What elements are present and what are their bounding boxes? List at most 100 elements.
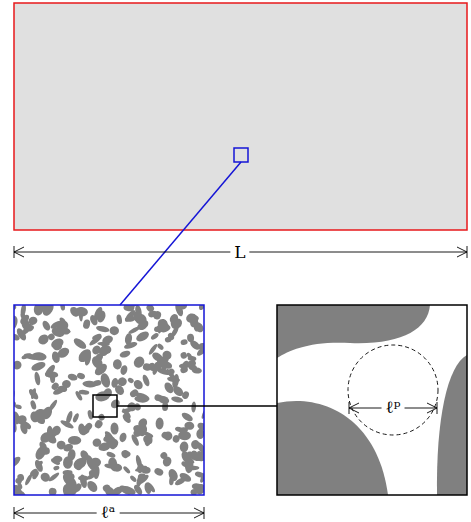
inclusion <box>50 326 65 339</box>
inclusion <box>29 400 37 411</box>
inclusion <box>150 332 160 341</box>
inclusion <box>36 332 50 346</box>
inclusion <box>39 471 52 484</box>
inclusion <box>14 455 22 470</box>
inclusion <box>145 305 156 313</box>
inclusion <box>171 384 185 398</box>
inclusion <box>127 377 135 384</box>
inclusion <box>187 465 200 470</box>
inclusion <box>86 471 99 481</box>
inclusion <box>71 455 88 471</box>
inclusion <box>41 319 52 332</box>
inclusion <box>116 314 123 324</box>
inclusion <box>197 305 204 311</box>
zoom-line <box>120 162 241 305</box>
inclusion <box>47 399 59 413</box>
inclusion <box>30 388 37 400</box>
inclusion <box>93 379 102 386</box>
macro-domain <box>14 3 467 230</box>
inclusion <box>187 356 196 362</box>
inclusion <box>110 422 118 434</box>
inclusion <box>14 359 23 372</box>
inclusion <box>167 468 180 483</box>
inclusion <box>33 305 44 316</box>
inclusion <box>59 419 74 430</box>
pore-view <box>277 305 467 495</box>
inclusion <box>134 305 143 319</box>
inclusion <box>102 435 109 443</box>
inclusion <box>83 421 93 432</box>
inclusion <box>99 372 112 389</box>
inclusion <box>134 329 150 343</box>
inclusion <box>14 484 23 495</box>
inclusion <box>109 326 119 336</box>
inclusion <box>68 436 82 445</box>
inclusion <box>196 421 204 432</box>
inclusion <box>180 339 188 346</box>
inclusion <box>72 336 88 351</box>
inclusion <box>138 473 147 481</box>
inclusion <box>107 457 118 470</box>
inclusion <box>102 484 112 493</box>
inclusion <box>72 412 80 423</box>
inclusion <box>109 398 121 410</box>
inclusion <box>132 424 146 435</box>
inclusion <box>152 310 162 320</box>
inclusion <box>50 424 63 437</box>
inclusion <box>127 325 141 335</box>
inclusion <box>85 479 99 494</box>
inclusion <box>34 371 42 385</box>
inclusion <box>192 367 202 374</box>
inclusion <box>15 477 23 484</box>
inclusion <box>53 465 60 471</box>
inclusion <box>156 417 164 429</box>
inclusion <box>159 451 169 461</box>
inclusion <box>22 420 33 430</box>
inclusion <box>27 387 40 401</box>
inclusion <box>94 352 104 363</box>
inclusion <box>79 389 90 395</box>
inclusion <box>156 343 164 351</box>
inclusion <box>94 390 111 403</box>
inclusion <box>93 362 109 378</box>
pore-circle <box>348 345 438 435</box>
zoom-line <box>117 405 277 407</box>
inclusion <box>129 474 137 482</box>
inclusion <box>20 318 32 332</box>
inclusion <box>96 325 110 333</box>
dimension-label: L <box>230 243 249 262</box>
inclusion <box>82 319 91 330</box>
inclusion <box>14 332 21 342</box>
inclusion <box>118 432 127 443</box>
inclusion <box>110 377 119 388</box>
inclusion <box>195 344 204 357</box>
inclusion <box>106 451 117 459</box>
inclusion <box>88 334 103 347</box>
inclusion <box>132 378 145 391</box>
inclusion <box>165 368 177 382</box>
inclusion <box>121 484 137 495</box>
inclusion <box>29 468 39 478</box>
inclusion <box>76 347 93 365</box>
inclusion <box>195 453 204 461</box>
inclusion <box>122 449 132 457</box>
inclusion <box>130 433 140 447</box>
inclusion <box>129 388 140 398</box>
inclusion <box>136 463 145 474</box>
inclusion <box>49 488 57 495</box>
inclusion <box>179 363 187 369</box>
inclusion <box>47 471 60 482</box>
inclusion <box>194 471 204 479</box>
inclusion <box>179 441 189 453</box>
inclusion <box>91 437 102 448</box>
inclusion <box>184 421 195 431</box>
inclusion <box>193 320 199 331</box>
inclusion <box>62 442 74 452</box>
dimension-label: ℓᵃ <box>97 503 120 522</box>
inclusion <box>113 359 122 370</box>
inclusion <box>145 481 156 493</box>
inclusion <box>178 431 191 441</box>
inclusion <box>171 395 184 403</box>
inclusion <box>57 386 67 393</box>
